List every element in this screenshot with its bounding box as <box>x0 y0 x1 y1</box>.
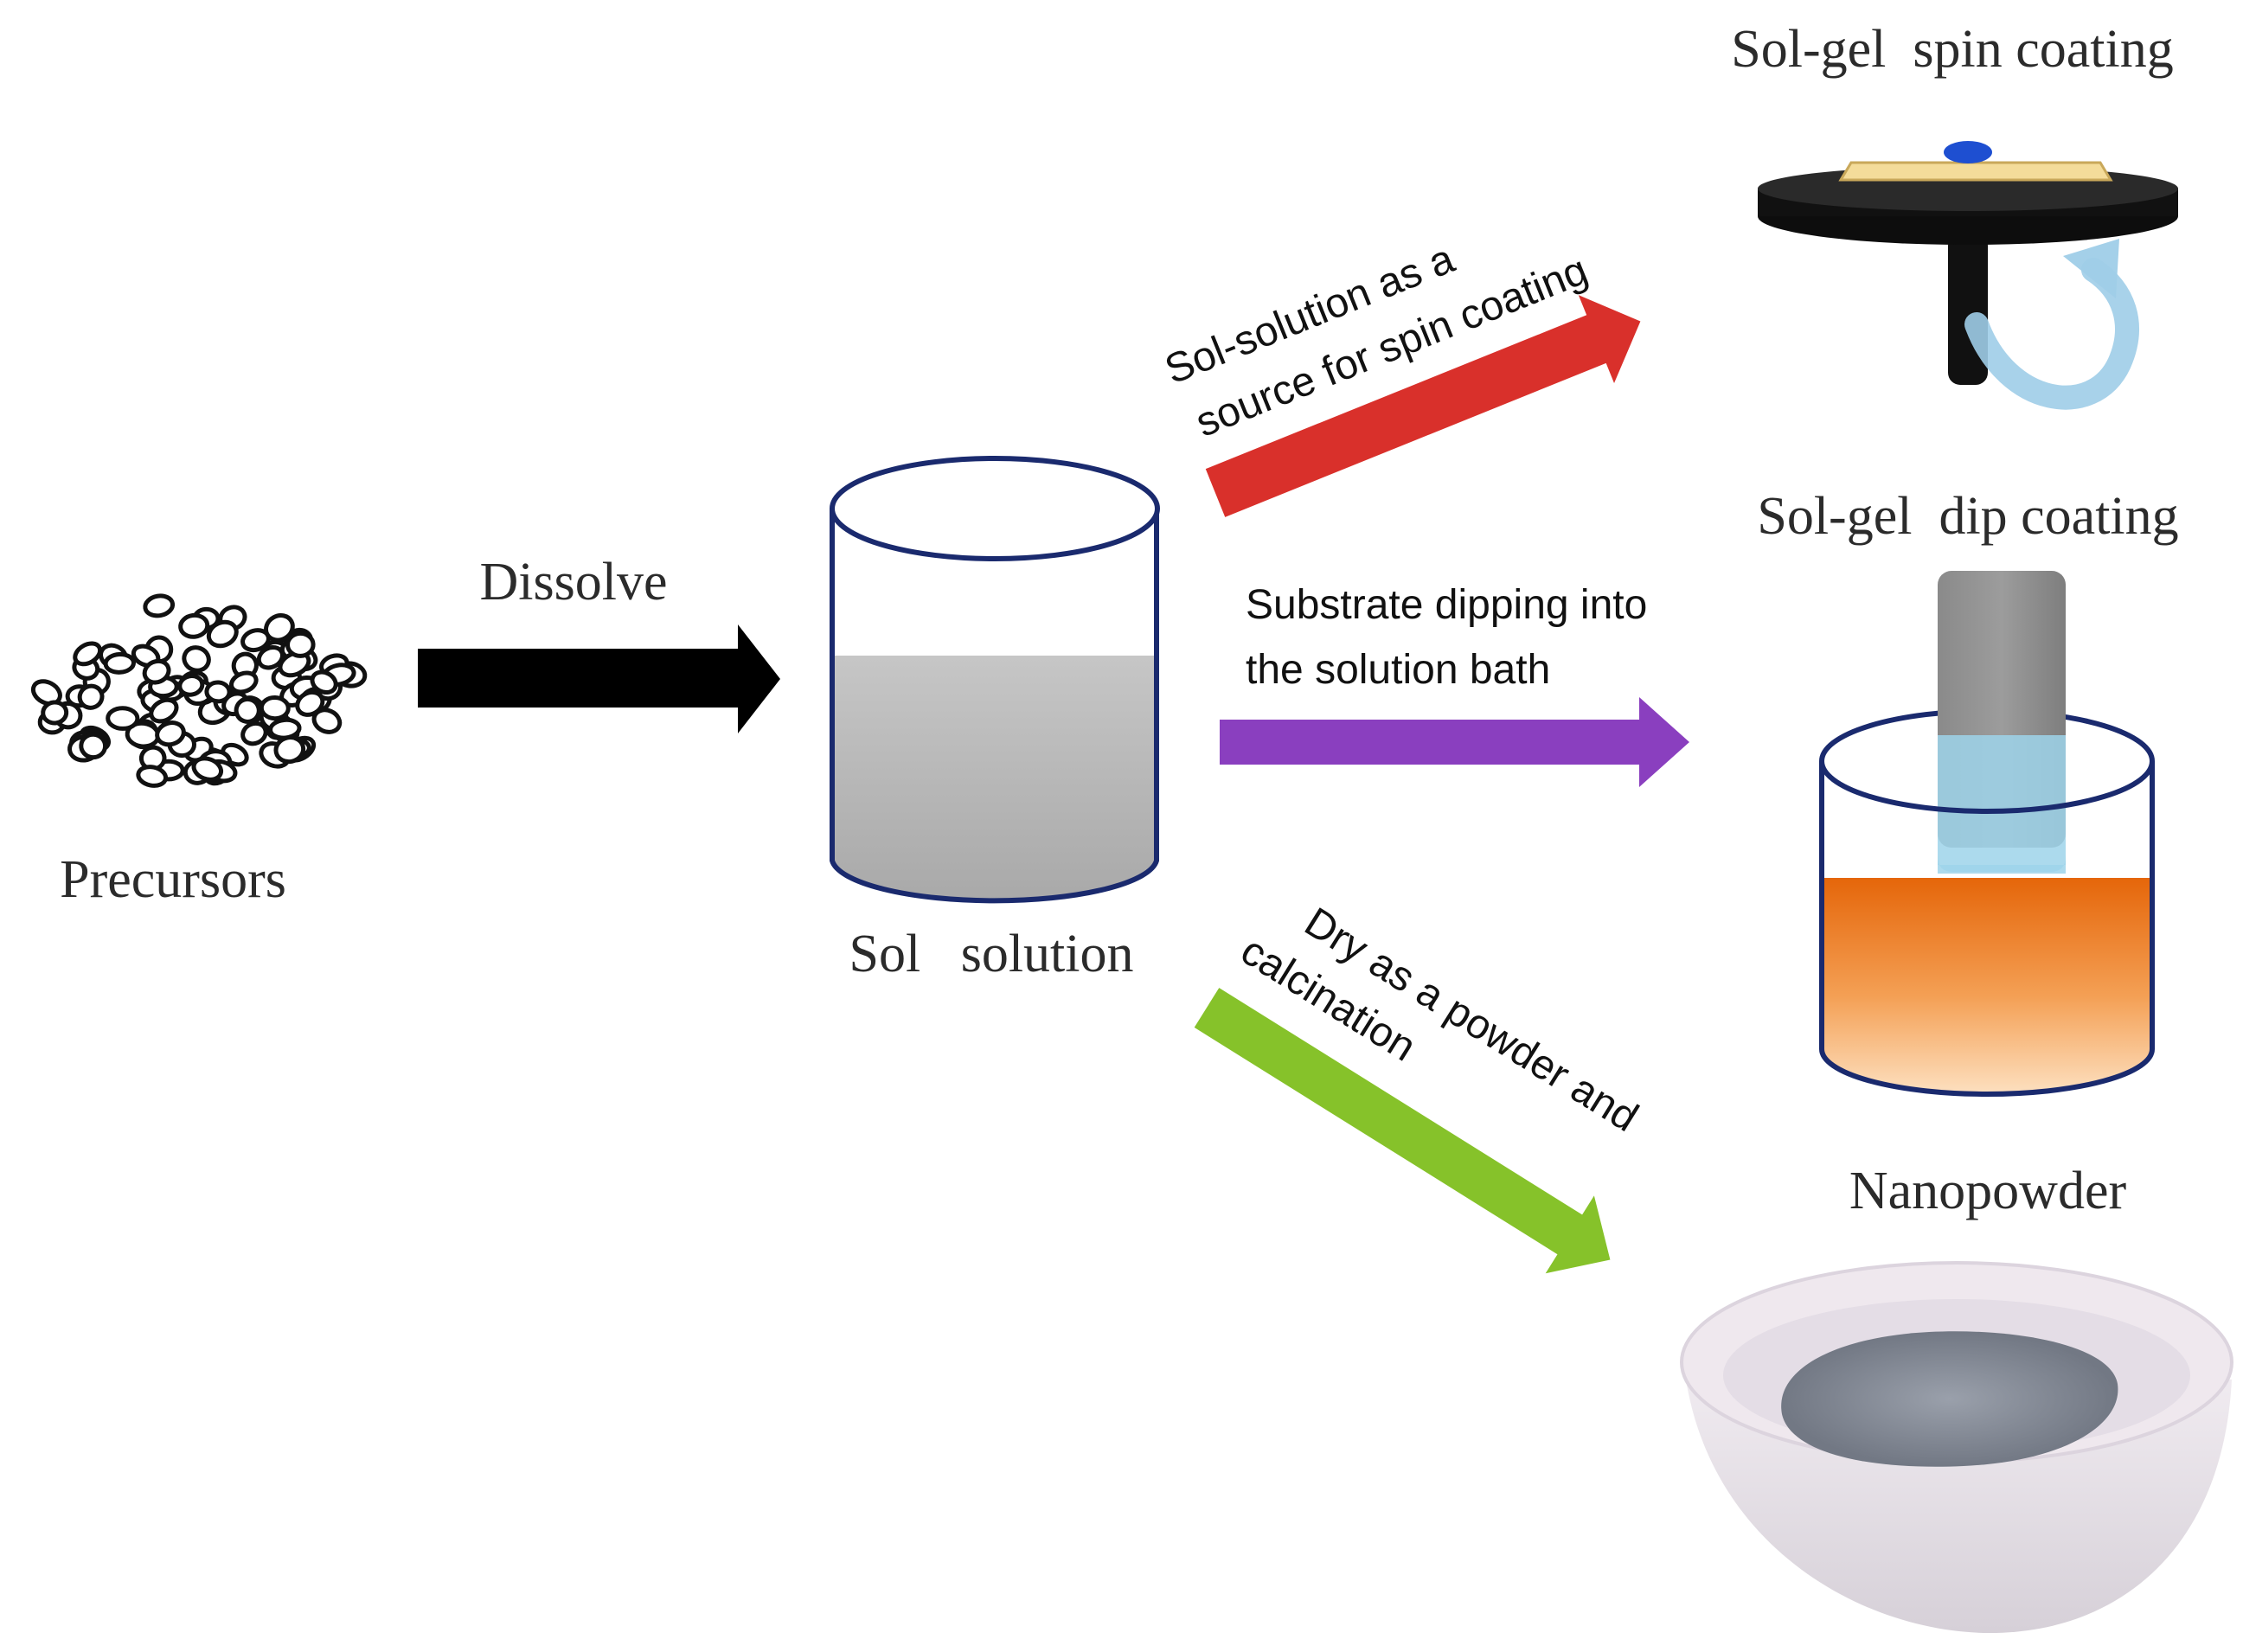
rotation-arrow-icon <box>1964 239 2139 410</box>
dip-coating-title: Sol-gel dip coating <box>1757 487 2178 546</box>
dip-arrow-label-line1: Substrate dipping into <box>1246 582 1647 628</box>
nanopowder-icon <box>1781 1331 2118 1467</box>
precursor-particle <box>73 641 103 667</box>
dip-beaker-wall <box>1819 761 2155 1097</box>
precursor-particle <box>155 720 186 747</box>
precursor-particle <box>136 765 169 788</box>
sol-beaker-icon <box>830 456 1160 904</box>
precursor-particle <box>103 651 136 675</box>
rotation-arrow-head <box>2063 239 2119 298</box>
sol-beaker-wall <box>830 509 1159 904</box>
spin-coater-icon <box>1758 141 2178 410</box>
precursor-particle <box>204 680 232 704</box>
sol-solution-label: Sol solution <box>849 925 1133 983</box>
precursor-particle <box>143 593 176 618</box>
dissolve-arrow <box>418 624 780 733</box>
dissolve-label: Dissolve <box>480 553 668 611</box>
precursor-particle <box>256 644 285 670</box>
rotation-arrow-path <box>1964 258 2139 410</box>
precursor-particle <box>79 732 108 760</box>
dip-arrow-label-line2: the solution bath <box>1246 647 1550 693</box>
precursor-particle <box>182 645 211 673</box>
powder-arrow <box>1194 988 1611 1274</box>
precursor-particle <box>285 631 316 658</box>
precursor-particle <box>178 612 210 639</box>
spin-arrow <box>1205 295 1641 517</box>
nanopowder-title: Nanopowder <box>1849 1162 2127 1220</box>
dip-beaker-rim-front <box>1819 760 2155 814</box>
precursor-particle <box>295 689 325 717</box>
precursor-particle <box>311 708 343 734</box>
precursor-particle <box>268 717 302 740</box>
precursor-particle <box>228 670 259 695</box>
precursor-particles-icon <box>30 593 368 788</box>
crucible-icon <box>1680 1261 2233 1633</box>
dip-arrow <box>1220 697 1689 787</box>
dip-liquid <box>1822 878 2152 1094</box>
precursor-particle <box>240 720 268 746</box>
powder-arrow-shape <box>1194 988 1611 1274</box>
dip-coating-beaker-icon <box>1819 571 2155 1097</box>
precursor-particle <box>142 658 171 685</box>
sol-liquid <box>832 656 1157 901</box>
precursor-particle <box>149 697 179 724</box>
precursor-particle <box>206 619 239 649</box>
sol-beaker-rim <box>830 456 1160 561</box>
precursor-particle <box>30 679 62 707</box>
precursor-particle <box>77 683 105 710</box>
precursor-particle <box>263 613 295 643</box>
precursor-particle <box>106 706 140 731</box>
precursor-particle <box>177 674 205 697</box>
dissolve-arrow-shape <box>418 624 780 733</box>
spin-arrow-shape <box>1205 295 1641 517</box>
slide-coated-part <box>1938 735 2066 874</box>
precursors-label: Precursors <box>60 850 286 909</box>
substrate-slide-icon <box>1938 571 2066 874</box>
dip-arrow-shape <box>1220 697 1689 787</box>
spin-coating-title: Sol-gel spin coating <box>1731 20 2173 79</box>
spin-coater-substrate <box>1838 161 2113 182</box>
slide-coated-bottom <box>1938 856 2066 872</box>
spin-coater-shaft <box>1948 234 1988 385</box>
precursor-particle <box>278 650 311 678</box>
precursor-particle <box>41 700 69 726</box>
precursor-particle <box>259 695 291 721</box>
spin-coater-drop <box>1944 141 1992 163</box>
precursor-particle <box>234 696 261 724</box>
precursor-particle <box>191 756 224 782</box>
precursor-particle <box>310 669 338 695</box>
